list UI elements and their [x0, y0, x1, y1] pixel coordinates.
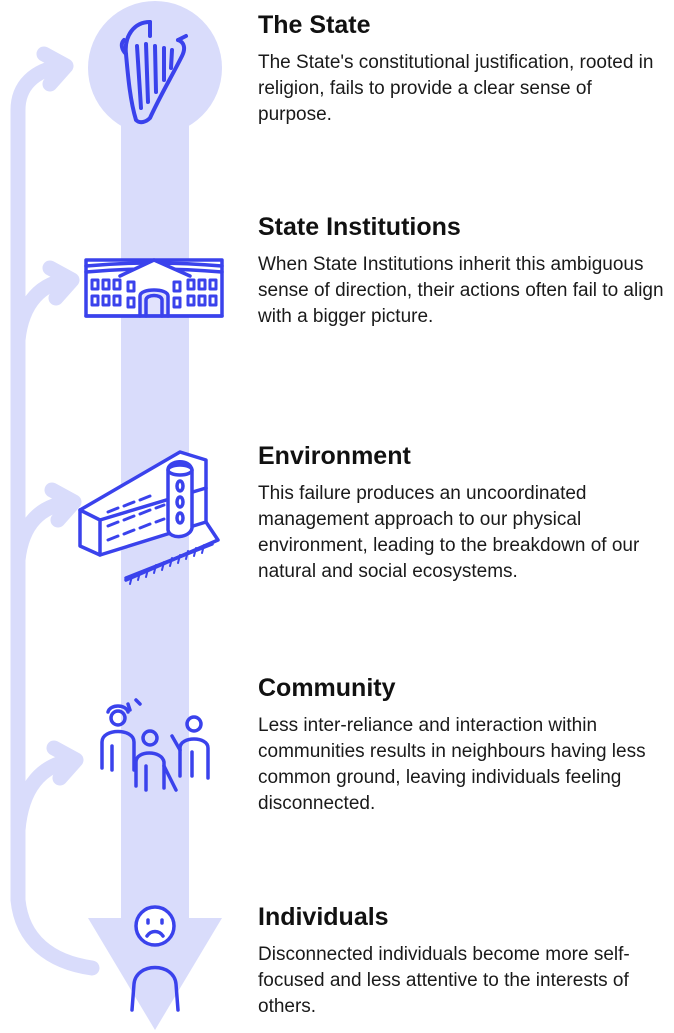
stage-environment: Environment This failure produces an unc…	[258, 441, 668, 585]
stage-description: The State's constitutional justification…	[258, 52, 654, 125]
stage-title: State Institutions	[258, 213, 461, 241]
city-block-icon	[78, 450, 220, 585]
arrow-head	[88, 918, 222, 1030]
stage-description: This failure produces an uncoordinated m…	[258, 483, 640, 582]
stage-description: Disconnected individuals become more sel…	[258, 944, 630, 1017]
feedback-trunk	[10, 58, 100, 976]
people-group-icon	[100, 698, 210, 792]
feedback-arrowhead-4	[46, 740, 84, 786]
stage-description: Less inter-reliance and interaction with…	[258, 715, 646, 814]
feedback-arrowhead-3	[44, 482, 82, 528]
stage-community: Community Less inter-reliance and intera…	[258, 673, 668, 817]
stage-state-institutions: State Institutions When State Institutio…	[258, 212, 668, 330]
stage-title: Individuals	[258, 903, 389, 931]
feedback-arrowhead-1	[36, 46, 74, 92]
stage-title: Environment	[258, 442, 411, 470]
harp-icon	[119, 20, 188, 125]
sad-person-icon	[130, 905, 180, 1012]
stage-individuals: Individuals Disconnected individuals bec…	[258, 902, 668, 1020]
stage-title: The State	[258, 11, 371, 39]
feedback-arrows	[10, 46, 100, 976]
feedback-arrowhead-2	[42, 260, 80, 306]
government-building-icon	[84, 258, 224, 318]
stage-title: Community	[258, 674, 396, 702]
stage-description: When State Institutions inherit this amb…	[258, 254, 664, 327]
stage-the-state: The State The State's constitutional jus…	[258, 10, 668, 128]
